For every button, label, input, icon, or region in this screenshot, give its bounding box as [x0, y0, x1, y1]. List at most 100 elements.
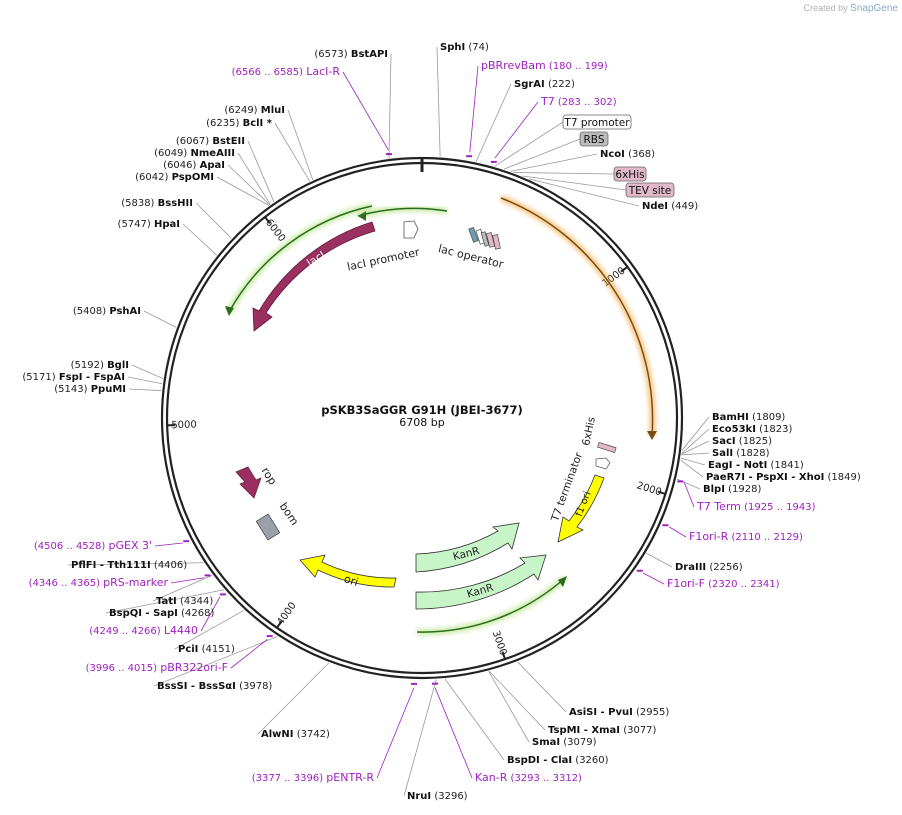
enzyme-site-label[interactable]: (6067) BstEII [176, 136, 245, 147]
primer-leader-line [668, 526, 687, 538]
enzyme-name: BglI [107, 360, 129, 371]
feature-box-label[interactable]: RBS [584, 134, 605, 146]
enzyme-site-label[interactable]: BlpI (1928) [703, 484, 761, 495]
lac-operator-cluster [468, 227, 501, 250]
enzyme-name: NcoI [600, 149, 625, 160]
enzyme-leader-line [488, 671, 530, 743]
enzyme-name: NmeAIII [191, 148, 235, 159]
enzyme-site-label[interactable]: TatI (4344) [156, 596, 213, 607]
enzyme-site-label[interactable]: DraIII (2256) [675, 562, 743, 573]
enzyme-location: (3978) [239, 681, 272, 692]
created-by-label: Created by [803, 3, 848, 13]
enzyme-site-label[interactable]: (5171) FspI - FspAI [22, 372, 125, 383]
primer-leader-line [376, 687, 415, 779]
enzyme-site-label[interactable]: BssSI - BssSαI (3978) [157, 681, 272, 692]
feature-leader-line [522, 175, 627, 191]
enzyme-site-label[interactable]: (6049) NmeAIII [154, 148, 235, 159]
enzyme-location: (368) [628, 149, 655, 160]
kanR-orf-arrowhead [558, 576, 567, 587]
enzyme-site-label[interactable]: BspQI - SapI (4268) [109, 608, 214, 619]
enzyme-site-label[interactable]: (5408) PshAI [73, 306, 141, 317]
enzyme-leader-line [403, 679, 437, 797]
primer-range: (4346 .. 4365) [29, 578, 101, 589]
enzyme-name: BssSI - BssSαI [157, 681, 236, 692]
enzyme-site-label[interactable]: (5747) HpaI [118, 219, 180, 230]
feature-box [613, 166, 647, 182]
enzyme-leader-line [681, 440, 710, 455]
primer-label[interactable]: T7 Term (1925 .. 1943) [696, 500, 816, 513]
enzyme-site-label[interactable]: BamHI (1809) [712, 412, 785, 423]
enzyme-location: (1825) [739, 436, 772, 447]
primer-label[interactable]: (4249 .. 4266) L4440 [89, 624, 198, 637]
enzyme-site-label[interactable]: PciI (4151) [178, 644, 235, 655]
enzyme-site-label[interactable]: (6046) ApaI [163, 160, 225, 171]
primer-label[interactable]: Kan-R (3293 .. 3312) [475, 771, 582, 784]
primer-name: F1ori-F [667, 577, 705, 590]
enzyme-site-label[interactable]: PflFI - Tth111I (4406) [71, 560, 187, 571]
enzyme-leader-line [388, 53, 392, 159]
enzyme-leader-line [216, 176, 270, 206]
primer-leader-line [683, 482, 695, 508]
primer-label[interactable]: (4506 .. 4528) pGEX 3' [34, 539, 152, 552]
primer-label[interactable]: (3996 .. 4015) pBR322ori-F [86, 661, 228, 674]
ori-label: ori [342, 572, 360, 589]
primer-leader-line [469, 65, 479, 153]
scale-tick-label: 4000 [275, 600, 299, 627]
enzyme-name: MluI [261, 105, 285, 116]
primer-label[interactable]: (6566 .. 6585) LacI-R [232, 65, 341, 78]
enzyme-site-label[interactable]: (5838) BssHII [121, 198, 193, 209]
enzyme-site-label[interactable]: (5143) PpuMI [54, 384, 126, 395]
primer-label[interactable]: (3377 .. 3396) pENTR-R [252, 771, 375, 784]
enzyme-site-label[interactable]: AlwNI (3742) [261, 729, 330, 740]
enzyme-site-label[interactable]: (5192) BglI [71, 360, 129, 371]
enzyme-site-label[interactable]: SphI (74) [440, 42, 489, 53]
enzyme-site-label[interactable]: (6249) MluI [224, 105, 285, 116]
enzyme-leader-line [131, 364, 164, 380]
enzyme-leader-line [127, 376, 163, 385]
enzyme-site-label[interactable]: Eco53kI (1823) [712, 424, 792, 435]
bom-label: bom [277, 500, 301, 528]
scale-tick [275, 620, 283, 630]
feature-box-label[interactable]: TEV site [628, 185, 672, 197]
plasmid-length: 6708 bp [399, 416, 444, 429]
enzyme-site-label[interactable]: EagI - NotI (1841) [708, 460, 804, 471]
enzyme-site-label[interactable]: SgrAI (222) [514, 79, 575, 90]
enzyme-location: (6249) [224, 105, 257, 116]
lacI-promoter-label: lacI promoter [346, 245, 421, 273]
primer-leader-line [170, 577, 205, 584]
enzyme-site-label[interactable]: NruI (3296) [407, 791, 468, 802]
enzyme-location: (1928) [728, 484, 761, 495]
enzyme-site-label[interactable]: TspMI - XmaI (3077) [548, 725, 657, 736]
enzyme-location: (5408) [73, 306, 106, 317]
enzyme-site-label[interactable]: (6573) BstAPI [314, 49, 388, 60]
enzyme-site-label[interactable]: SalI (1828) [712, 448, 770, 459]
enzyme-site-label[interactable]: (6042) PspOMI [135, 172, 214, 183]
enzyme-site-label[interactable]: AsiSI - PvuI (2955) [569, 707, 669, 718]
enzyme-name: SalI [712, 448, 733, 459]
enzyme-site-label[interactable]: SacI (1825) [712, 436, 772, 447]
primer-label[interactable]: F1ori-F (2320 .. 2341) [667, 577, 780, 590]
enzyme-site-label[interactable]: SmaI (3079) [532, 737, 597, 748]
primer-leader-line [230, 639, 268, 669]
enzyme-site-label[interactable]: (6235) BclI * [206, 118, 273, 129]
enzyme-site-label[interactable]: NdeI (449) [642, 201, 698, 212]
enzyme-site-label[interactable]: NcoI (368) [600, 149, 655, 160]
primer-label[interactable]: T7 (283 .. 302) [540, 95, 617, 108]
enzyme-leader-line [681, 452, 710, 456]
enzyme-location: (1823) [759, 424, 792, 435]
enzyme-leader-line [274, 122, 311, 182]
enzyme-site-label[interactable]: PaeR7I - PspXI - XhoI (1849) [706, 472, 861, 483]
enzyme-name: BamHI [712, 412, 749, 423]
primer-label[interactable]: (4346 .. 4365) pRS-marker [29, 576, 169, 589]
primer-label[interactable]: F1ori-R (2110 .. 2129) [689, 530, 803, 543]
scale-tick [620, 265, 629, 273]
enzyme-site-label[interactable]: BspDI - ClaI (3260) [507, 755, 609, 766]
enzyme-name: PflFI - Tth111I [71, 560, 151, 571]
enzyme-name: SacI [712, 436, 736, 447]
ori-feature [299, 554, 397, 588]
feature-box-label[interactable]: T7 promoter [563, 117, 630, 129]
enzyme-leader-line [510, 153, 598, 172]
enzyme-name: TatI [156, 596, 177, 607]
primer-label[interactable]: pBRrevBam (180 .. 199) [481, 59, 608, 72]
feature-box-label[interactable]: 6xHis [615, 169, 644, 181]
